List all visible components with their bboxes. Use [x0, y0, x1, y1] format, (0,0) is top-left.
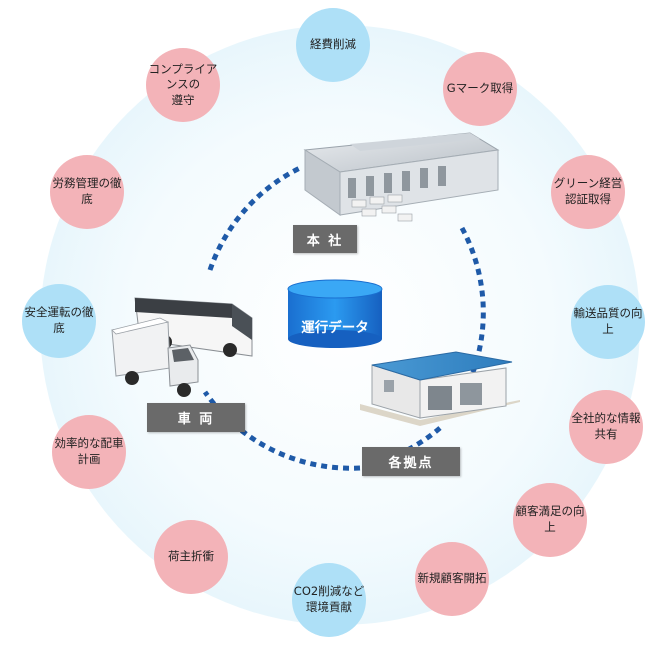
benefit-customer-satisfaction: 顧客満足の向上: [513, 483, 587, 557]
benefit-new-customers: 新規顧客開拓: [415, 542, 489, 616]
benefit-compliance: コンプライアンスの 遵守: [146, 48, 220, 122]
headquarters-label: 本 社: [293, 225, 357, 253]
benefit-shipper-negotiation: 荷主折衝: [154, 520, 228, 594]
benefit-g-mark: Gマーク取得: [443, 52, 517, 126]
vehicles-label: 車 両: [147, 403, 245, 432]
database-label: 運行データ: [301, 320, 369, 336]
branches-label: 各拠点: [362, 447, 460, 476]
warehouse-icon: [303, 132, 500, 222]
benefit-info-sharing: 全社的な情報共有: [569, 390, 643, 464]
benefit-labor-management: 労務管理の徹底: [50, 155, 124, 229]
database-cylinder-icon: [287, 279, 383, 348]
benefit-co2-reduction: CO2削減など 環境貢献: [292, 563, 366, 637]
benefit-dispatch-planning: 効率的な配車計画: [52, 415, 126, 489]
benefit-cost-reduction: 経費削減: [296, 8, 370, 82]
benefit-transport-quality: 輸送品質の向上: [571, 285, 645, 359]
benefit-green-certification: グリーン経営 認証取得: [551, 155, 625, 229]
truck-icon: [111, 317, 199, 397]
benefit-safe-driving: 安全運転の徹底: [22, 284, 96, 358]
depot-building-icon: [360, 351, 520, 426]
